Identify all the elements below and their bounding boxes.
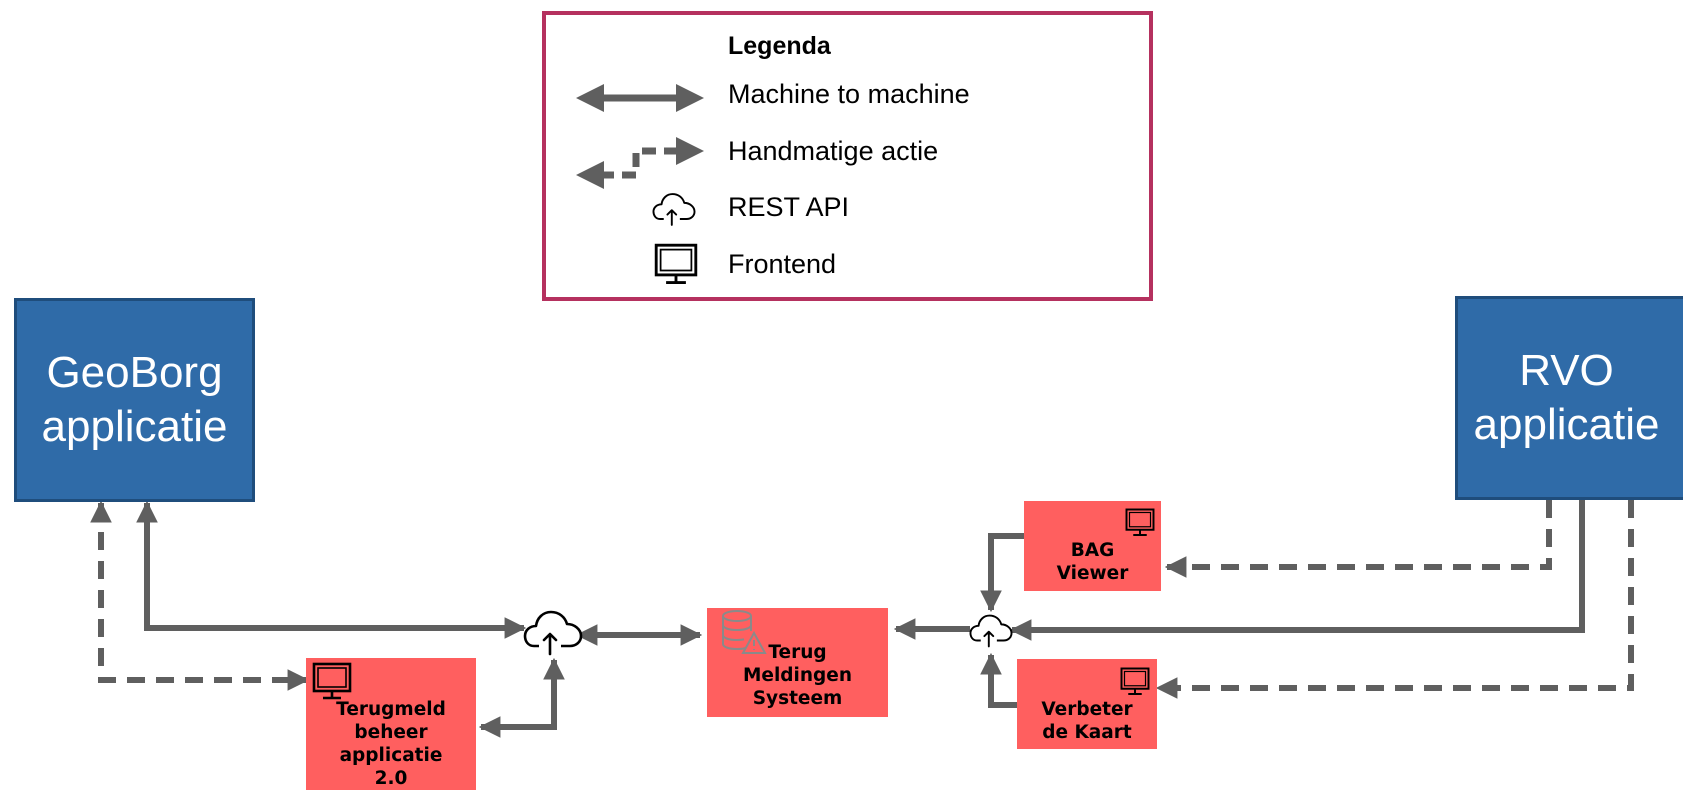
legend-title: Legenda — [728, 32, 831, 60]
legend-label-frontend: Frontend — [728, 249, 837, 279]
dashed-double-arrow-icon — [576, 137, 704, 189]
cloud-upload-icon — [652, 193, 696, 226]
terug-meldingen-systeem: Terug Meldingen Systeem — [707, 608, 888, 717]
cloud-upload-icon — [969, 614, 1013, 648]
database-warning-icon — [722, 610, 767, 654]
rvo-application: RVO applicatie — [1455, 296, 1683, 500]
connector-geoborg-terugmeld — [90, 500, 310, 691]
geoborg-title-line2: applicatie — [41, 402, 228, 451]
legend-label-handmatig: Handmatige actie — [728, 136, 939, 166]
tms-line3: Systeem — [752, 688, 843, 709]
monitor-icon — [312, 662, 352, 700]
monitor-icon — [654, 243, 698, 285]
verbeter-de-kaart-system: Verbeter de Kaart — [1017, 659, 1157, 749]
verbeter-line1: Verbeter — [1041, 699, 1133, 720]
geoborg-application: GeoBorg applicatie — [14, 298, 255, 502]
monitor-icon — [1120, 667, 1150, 695]
tms-line1: Terug — [768, 642, 827, 663]
terugmeld-line1: Terugmeld — [336, 699, 446, 720]
connector-rvo-verbeter — [1155, 500, 1634, 699]
terugmeld-line3: applicatie — [339, 745, 443, 766]
connector-bag-cloud — [980, 533, 1024, 613]
legend-label-machine: Machine to machine — [728, 79, 970, 109]
connector-verbeter-cloud — [980, 652, 1017, 708]
connector-terugmeld-cloud — [478, 657, 565, 738]
terugmeld-line4: 2.0 — [374, 768, 408, 789]
cloud-upload-icon — [523, 610, 583, 656]
tms-line2: Meldingen — [742, 665, 852, 686]
terugmeld-beheer-system: Terugmeld beheer applicatie 2.0 — [306, 658, 476, 790]
geoborg-title-line1: GeoBorg — [46, 348, 223, 397]
legend-label-rest: REST API — [728, 192, 850, 222]
bag-viewer-system: BAG Viewer — [1024, 501, 1161, 591]
double-arrow-icon — [576, 84, 704, 112]
rvo-title-line1: RVO — [1519, 346, 1614, 395]
terugmeld-line2: beheer — [354, 722, 428, 743]
rvo-title-line2: applicatie — [1473, 400, 1660, 449]
connector-rvo-bag — [1164, 500, 1552, 578]
verbeter-line2: de Kaart — [1042, 722, 1132, 743]
monitor-icon — [1125, 508, 1155, 536]
connector-rvo-cloud — [1009, 500, 1585, 641]
bag-line2: Viewer — [1056, 563, 1129, 584]
legend: Legenda Machine to machine Handmatige ac… — [542, 11, 1153, 301]
bag-line1: BAG — [1070, 540, 1115, 561]
connector-geoborg-cloud — [136, 500, 527, 639]
